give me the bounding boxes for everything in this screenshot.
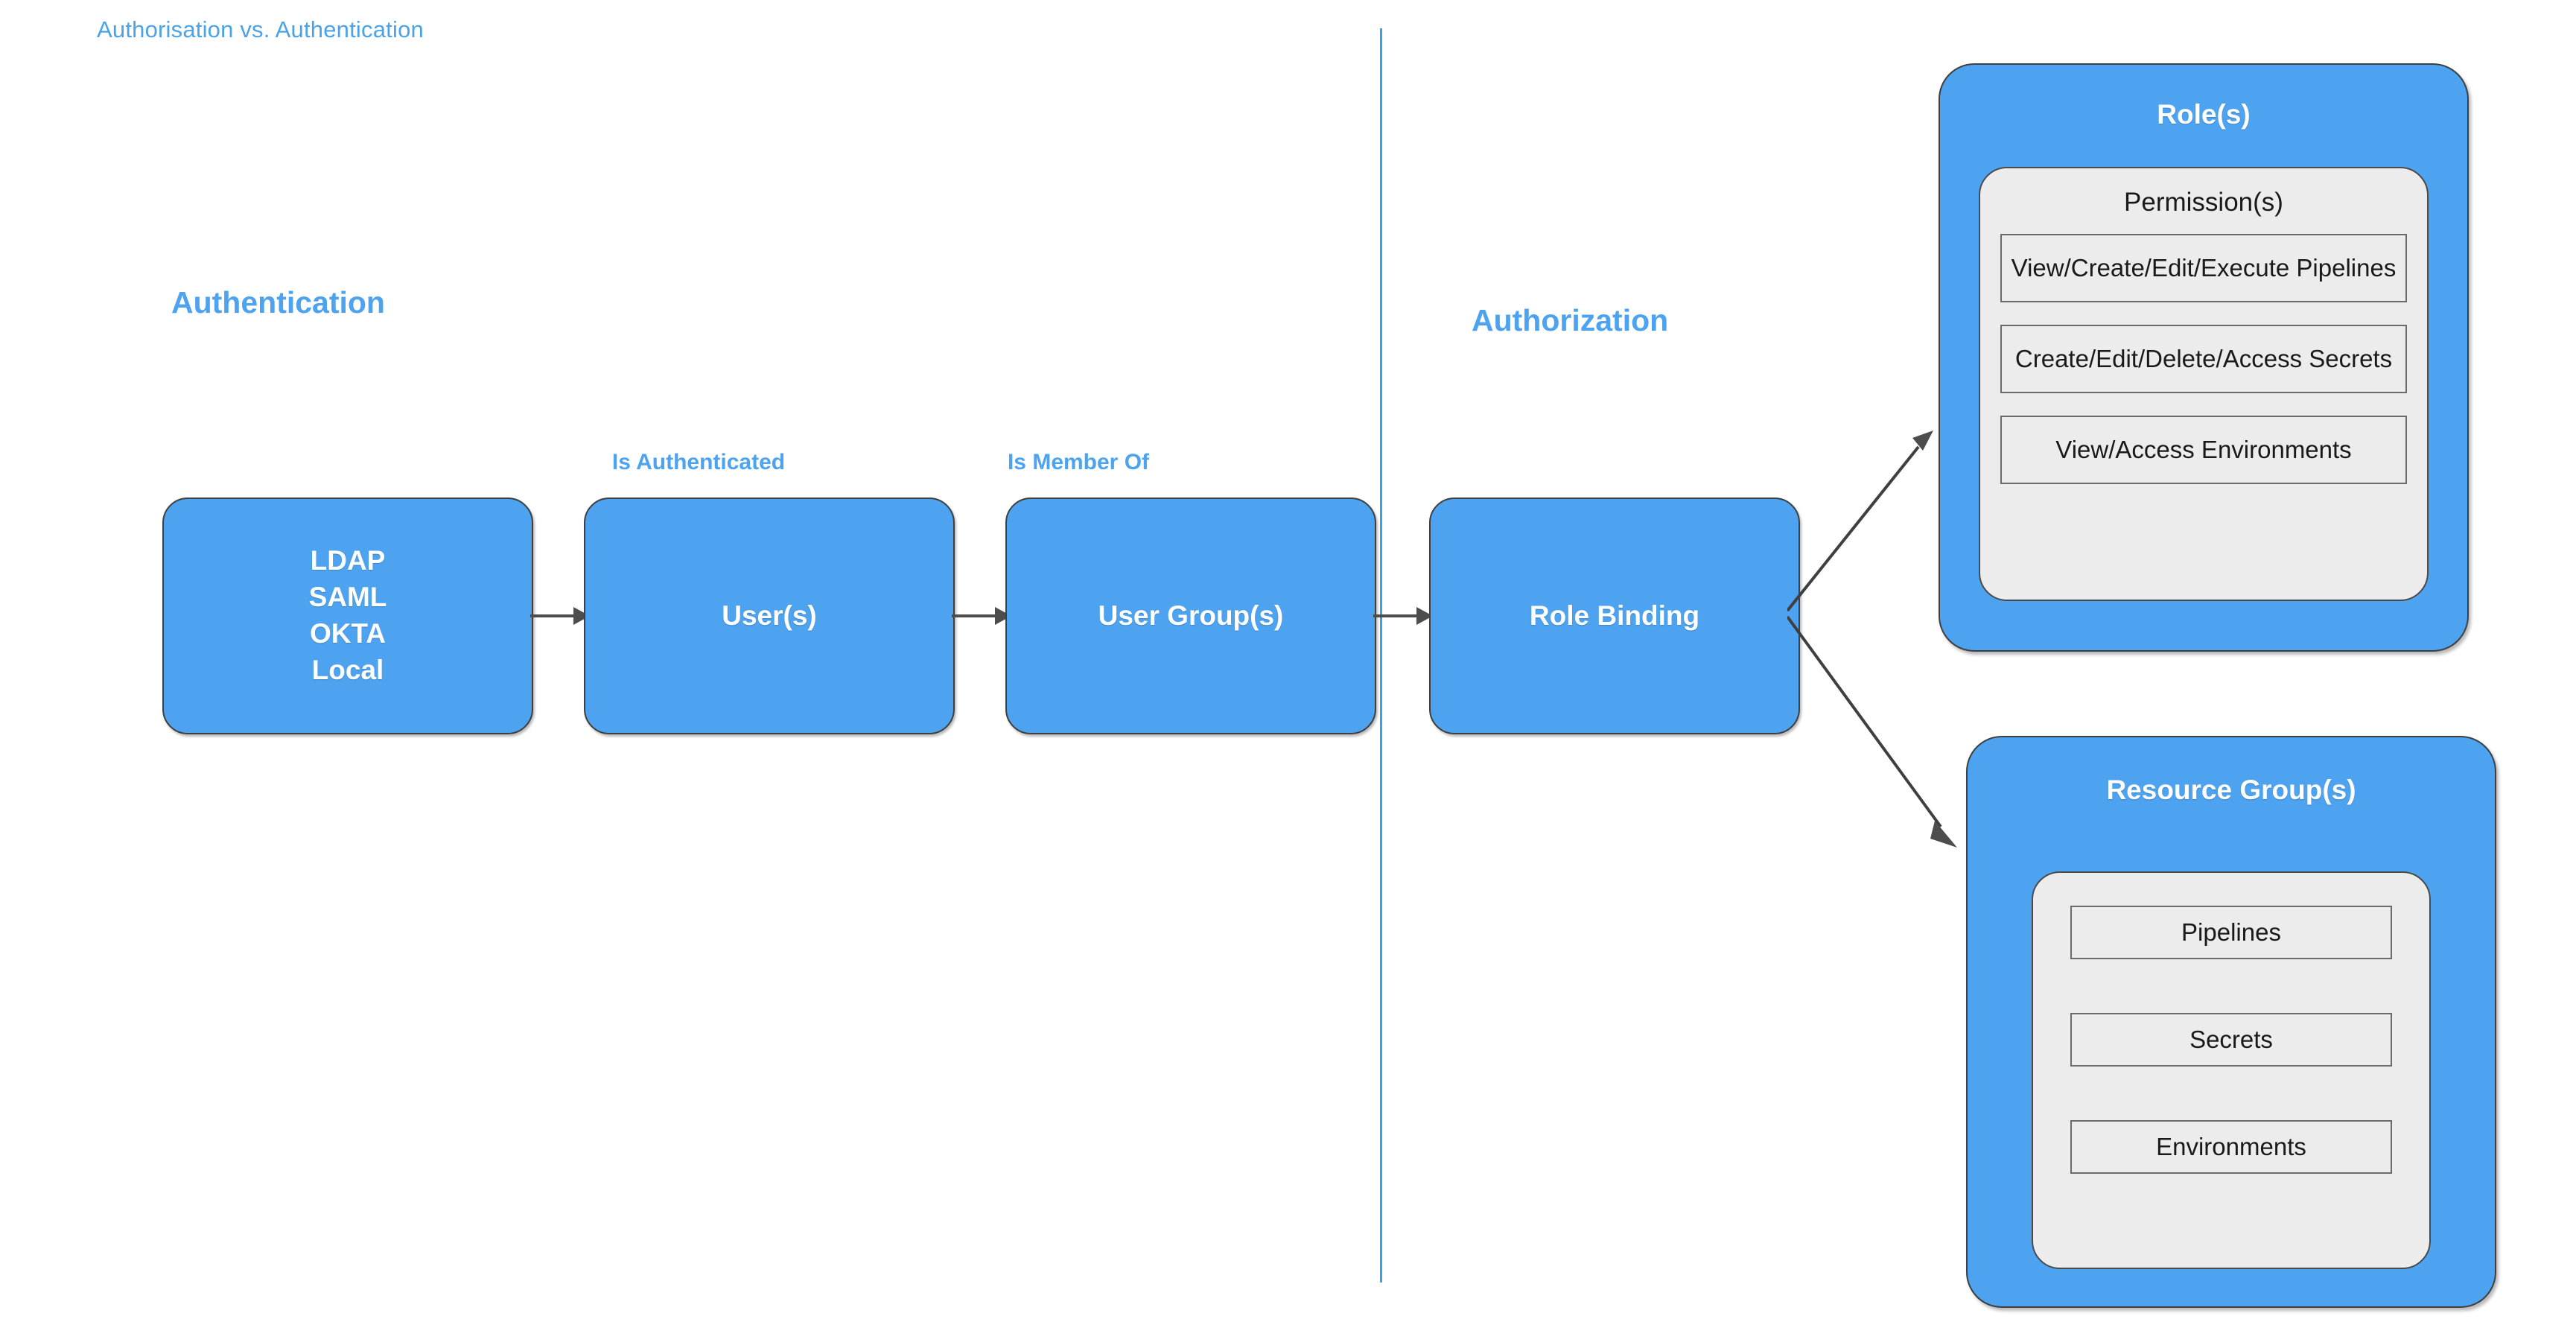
role-binding-box[interactable]: Role Binding [1429, 498, 1800, 734]
users-box-label: User(s) [722, 600, 817, 631]
permission-item-pipelines[interactable]: View/Create/Edit/Execute Pipelines [2000, 234, 2407, 302]
idp-item-local: Local [311, 654, 384, 685]
identity-provider-box[interactable]: LDAP SAML OKTA Local [162, 498, 533, 734]
users-box[interactable]: User(s) [584, 498, 955, 734]
role-binding-branch-arrows [1787, 298, 2033, 894]
authentication-heading: Authentication [171, 285, 385, 320]
authorization-heading: Authorization [1472, 303, 1669, 337]
idp-item-ldap: LDAP [310, 545, 386, 576]
resources-inner-panel: Pipelines Secrets Environments [2032, 871, 2431, 1269]
permission-item-secrets[interactable]: Create/Edit/Delete/Access Secrets [2000, 325, 2407, 393]
resources-list: Pipelines Secrets Environments [2033, 906, 2429, 1174]
arrow-idp-to-users [530, 605, 590, 627]
idp-item-okta: OKTA [309, 618, 387, 649]
resource-item-secrets[interactable]: Secrets [2070, 1013, 2392, 1067]
roles-panel[interactable]: Role(s) Permission(s) View/Create/Edit/E… [1939, 63, 2469, 652]
user-groups-box[interactable]: User Group(s) [1005, 498, 1376, 734]
resource-item-pipelines[interactable]: Pipelines [2070, 906, 2392, 959]
resource-groups-panel[interactable]: Resource Group(s) Pipelines Secrets Envi… [1966, 736, 2496, 1308]
permissions-inner-panel: Permission(s) View/Create/Edit/Execute P… [1979, 167, 2429, 601]
resource-groups-panel-title: Resource Group(s) [2106, 775, 2356, 805]
edge-label-is-authenticated: Is Authenticated [611, 450, 786, 474]
arrow-user-groups-to-role-binding [1373, 605, 1433, 627]
edge-label-is-member-of: Is Member Of [1007, 450, 1150, 474]
page-title: Authorisation vs. Authentication [97, 16, 424, 42]
role-binding-box-label: Role Binding [1529, 600, 1700, 631]
resource-item-environments[interactable]: Environments [2070, 1120, 2392, 1174]
section-divider-line [1380, 28, 1382, 1283]
permissions-list: View/Create/Edit/Execute Pipelines Creat… [1980, 234, 2427, 484]
roles-panel-title: Role(s) [2157, 99, 2251, 130]
permission-item-environments[interactable]: View/Access Environments [2000, 416, 2407, 484]
idp-item-saml: SAML [308, 582, 387, 613]
user-groups-box-label: User Group(s) [1098, 600, 1284, 631]
identity-provider-list: LDAP SAML OKTA Local [309, 543, 387, 688]
permissions-title: Permission(s) [2124, 188, 2283, 217]
arrow-users-to-user-groups [952, 605, 1011, 627]
